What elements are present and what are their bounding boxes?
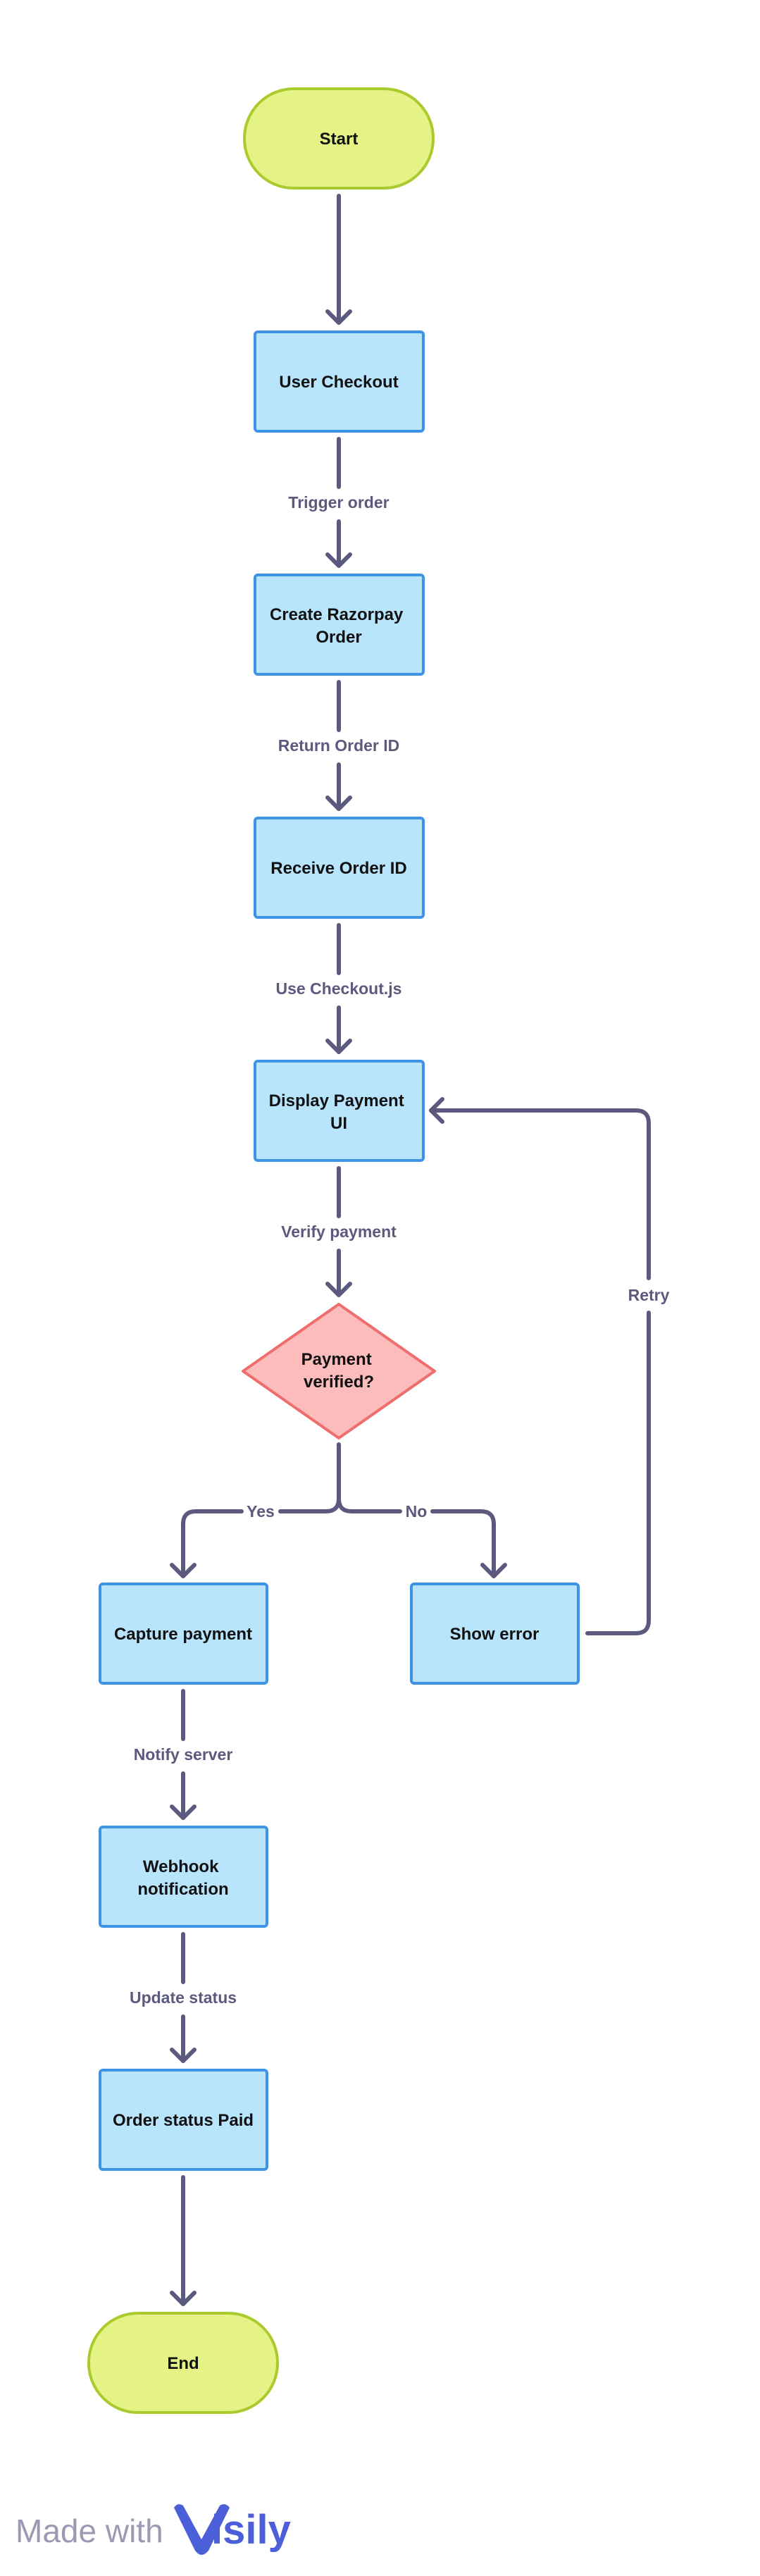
end-label: End bbox=[167, 2354, 199, 2373]
order-status-paid-step: Order status Paid bbox=[99, 2069, 268, 2171]
edge-capture-to-webhook: Notify server bbox=[134, 1689, 233, 1820]
receive-order-id-label: Receive Order ID bbox=[270, 859, 406, 878]
create-order-label-line2: Order bbox=[316, 628, 361, 647]
edge-label-return-order-id: Return Order ID bbox=[278, 736, 400, 755]
edge-label-no: No bbox=[406, 1502, 428, 1521]
made-with-text: Made with bbox=[15, 2513, 163, 2549]
edge-webhook-to-paid: Update status bbox=[130, 1932, 237, 2063]
edge-yes-to-capture: Yes bbox=[170, 1442, 341, 1578]
webhook-notification-step: Webhook notification bbox=[99, 1826, 268, 1928]
payment-verified-label-line2: verified? bbox=[304, 1373, 374, 1392]
edge-receive-to-display: Use Checkout.js bbox=[276, 923, 402, 1054]
show-error-step: Show error bbox=[410, 1583, 580, 1685]
user-checkout-label: User Checkout bbox=[279, 373, 398, 392]
start-label: Start bbox=[320, 130, 359, 149]
edge-label-yes: Yes bbox=[247, 1502, 275, 1521]
display-payment-ui-label-line1: Display Payment bbox=[269, 1091, 404, 1110]
edge-paid-to-end bbox=[170, 2175, 197, 2306]
edge-label-retry: Retry bbox=[628, 1286, 670, 1304]
show-error-label: Show error bbox=[450, 1625, 540, 1644]
webhook-notification-label-line2: notification bbox=[137, 1880, 228, 1899]
edge-label-use-checkout: Use Checkout.js bbox=[276, 979, 402, 998]
nodes: Start User Checkout Create Razorpay Orde… bbox=[87, 87, 580, 2414]
webhook-notification-label-line1: Webhook bbox=[143, 1857, 219, 1876]
visily-logo-icon bbox=[174, 2504, 230, 2555]
capture-payment-step: Capture payment bbox=[99, 1583, 268, 1685]
made-with-visily-watermark[interactable]: Made with isily bbox=[15, 2504, 291, 2555]
display-payment-ui-label-line2: UI bbox=[330, 1114, 347, 1133]
display-payment-ui-step: Display Payment UI bbox=[254, 1060, 425, 1162]
webhook-notification-label: Webhook notification bbox=[137, 1857, 228, 1899]
receive-order-id-step: Receive Order ID bbox=[254, 817, 425, 919]
create-order-label: Create Razorpay Order bbox=[270, 605, 408, 647]
edge-create-to-receive: Return Order ID bbox=[278, 680, 400, 811]
create-order-label-line1: Create Razorpay bbox=[270, 605, 404, 624]
start-terminal: Start bbox=[243, 87, 435, 190]
edge-checkout-to-create-order: Trigger order bbox=[288, 437, 390, 568]
visily-brand-text: isily bbox=[211, 2507, 291, 2553]
edge-no-to-error: No bbox=[337, 1497, 507, 1578]
payment-verified-label-line1: Payment bbox=[301, 1350, 372, 1369]
end-terminal: End bbox=[87, 2312, 279, 2414]
user-checkout-step: User Checkout bbox=[254, 330, 425, 433]
capture-payment-label: Capture payment bbox=[114, 1625, 252, 1644]
edge-label-update-status: Update status bbox=[130, 1988, 237, 2007]
edges: Trigger order Return Order ID Use Checko… bbox=[130, 194, 670, 2306]
payment-verified-decision: Payment verified? bbox=[242, 1303, 436, 1439]
create-order-step: Create Razorpay Order bbox=[254, 574, 425, 676]
edge-retry-loop: Retry bbox=[429, 1097, 670, 1635]
edge-display-to-verified: Verify payment bbox=[281, 1166, 397, 1297]
edge-start-to-checkout bbox=[325, 194, 352, 325]
edge-label-verify-payment: Verify payment bbox=[281, 1222, 397, 1241]
order-status-paid-label: Order status Paid bbox=[113, 2111, 254, 2130]
edge-label-trigger-order: Trigger order bbox=[288, 493, 389, 512]
payment-verified-label: Payment verified? bbox=[301, 1350, 377, 1392]
edge-label-notify-server: Notify server bbox=[134, 1745, 233, 1764]
display-payment-ui-label: Display Payment UI bbox=[269, 1091, 409, 1133]
